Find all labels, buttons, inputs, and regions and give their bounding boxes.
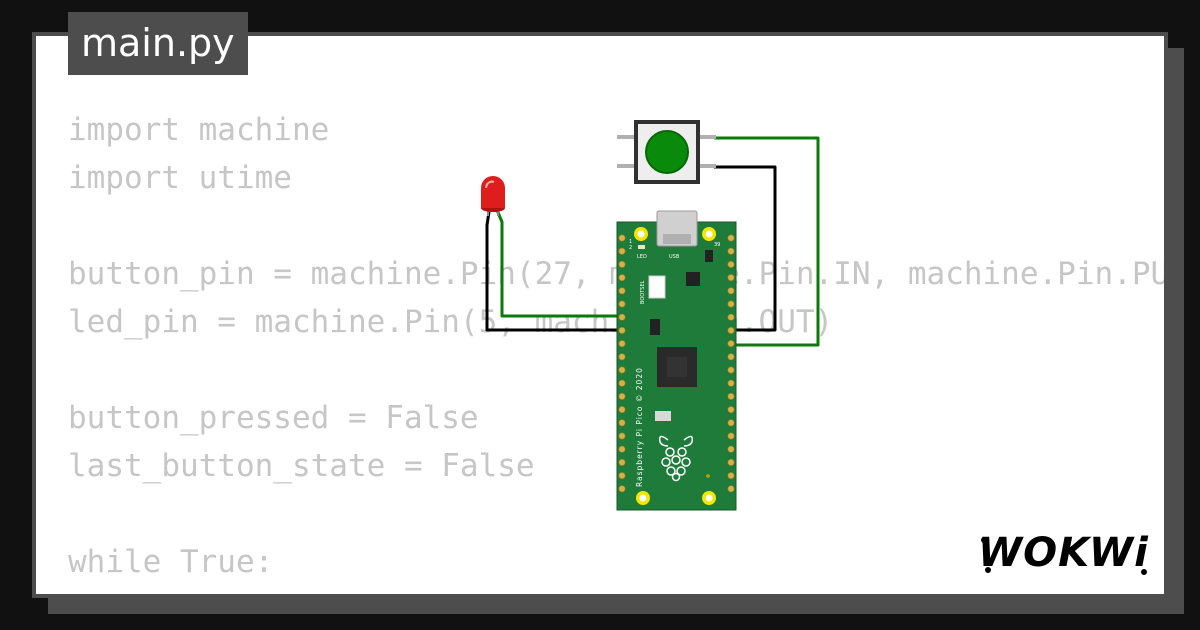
- pin-hole: [727, 458, 735, 466]
- pin-hole: [618, 406, 626, 414]
- pin-hole: [727, 274, 735, 282]
- board-pin-1-label: 1: [629, 239, 632, 245]
- board-label-led: LED: [637, 254, 647, 260]
- pin-hole: [727, 485, 735, 493]
- pin-hole: [727, 313, 735, 321]
- pin-hole: [618, 485, 626, 493]
- pin-hole: [618, 234, 626, 242]
- onboard-led: [638, 245, 645, 249]
- code-line-8: last_button_state = False: [68, 448, 535, 484]
- board-label-bootsel: BOOTSEL: [640, 280, 646, 304]
- code-line-7: button_pressed = False: [68, 400, 479, 436]
- wires: [485, 136, 820, 347]
- pin-hole: [618, 300, 626, 308]
- pin-hole: [618, 287, 626, 295]
- board-pin-39-label: 39: [714, 242, 720, 248]
- pin-hole: [618, 340, 626, 348]
- pin-hole: [727, 300, 735, 308]
- file-tab[interactable]: main.py: [68, 12, 248, 75]
- pin-hole: [618, 326, 626, 334]
- pin-hole: [727, 260, 735, 268]
- pin-hole: [618, 445, 626, 453]
- pin-hole: [618, 458, 626, 466]
- pin-hole: [727, 419, 735, 427]
- pin-hole: [727, 379, 735, 387]
- pin-hole: [727, 366, 735, 374]
- board-name: Raspberry Pi Pico © 2020: [635, 367, 644, 487]
- code-editor: import machine import utime button_pin = m…: [68, 106, 1168, 586]
- pico-board[interactable]: LED USB 1 2 39 BOOTSEL Raspberry Pi Pico…: [616, 210, 737, 511]
- pin-hole: [727, 340, 735, 348]
- pin-hole: [727, 445, 735, 453]
- pin-hole: [727, 247, 735, 255]
- pin-hole: [727, 392, 735, 400]
- pin-hole: [618, 247, 626, 255]
- pin-hole: [618, 274, 626, 282]
- pin-headers: [618, 234, 735, 493]
- pin-hole: [727, 326, 735, 334]
- pin-hole: [618, 260, 626, 268]
- code-line-10: while True:: [68, 544, 274, 580]
- pin-hole: [618, 472, 626, 480]
- pin-hole: [618, 366, 626, 374]
- pin-hole: [618, 392, 626, 400]
- green-pushbutton-icon[interactable]: [617, 120, 716, 184]
- pin-hole: [618, 419, 626, 427]
- pin-hole: [618, 313, 626, 321]
- code-line-2: import utime: [68, 160, 292, 196]
- wire-led-anode: [495, 209, 630, 318]
- pin-hole: [727, 234, 735, 242]
- board-label-usb: USB: [669, 254, 680, 260]
- wire-led-cathode: [485, 211, 630, 332]
- pin-hole: [727, 406, 735, 414]
- pin-hole: [618, 432, 626, 440]
- red-led-icon[interactable]: [481, 176, 505, 216]
- code-line-1: import machine: [68, 112, 330, 148]
- wire-button-green: [714, 136, 820, 347]
- bootsel-button[interactable]: [648, 275, 666, 299]
- pin-hole: [727, 353, 735, 361]
- pin-hole: [727, 287, 735, 295]
- wire-button-black: [714, 165, 777, 332]
- pin-hole: [727, 472, 735, 480]
- pin-hole: [618, 353, 626, 361]
- raspberry-pi-logo-icon: [658, 435, 694, 482]
- wokwi-logo-text: WOKWi: [978, 530, 1149, 576]
- board-pin-2-label: 2: [629, 245, 632, 251]
- pin-hole: [618, 379, 626, 387]
- pin-hole: [727, 432, 735, 440]
- wokwi-logo-icon: WOKWi: [978, 530, 1149, 576]
- code-line-4: button_pin = machine.Pin(27, machine.Pin…: [68, 256, 1168, 292]
